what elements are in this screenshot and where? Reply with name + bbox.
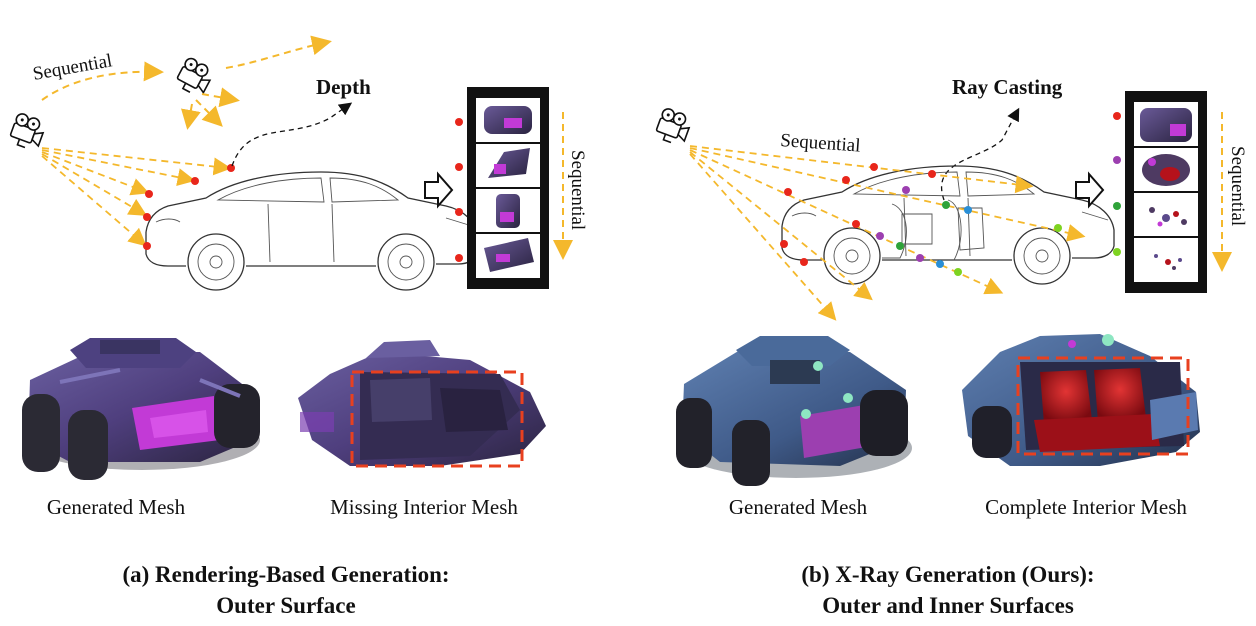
hollow-arrow-icon xyxy=(424,171,454,209)
film-frame-car xyxy=(488,148,530,178)
sequential-label-b: Sequential xyxy=(780,130,861,157)
camera-icon xyxy=(653,106,694,148)
sequential-arrow xyxy=(201,87,240,108)
sequential-label-a: Sequential xyxy=(31,50,114,85)
complete-interior-mesh-render xyxy=(962,334,1200,466)
film-depth-points xyxy=(455,118,463,262)
film-sequential-label-a: Sequential xyxy=(567,150,588,230)
panel-a-title-line2: Outer Surface xyxy=(216,593,355,618)
generated-mesh-caption-a: Generated Mesh xyxy=(47,495,186,519)
generated-mesh-caption-b: Generated Mesh xyxy=(729,495,868,519)
ray-casting-arrow xyxy=(941,107,1020,201)
panel-b-diagram: Sequential Ray Casting xyxy=(653,75,1248,618)
camera-icon xyxy=(173,55,216,99)
complete-interior-mesh-caption: Complete Interior Mesh xyxy=(985,495,1187,519)
depth-hit-points xyxy=(143,164,235,250)
panel-b-title-line2: Outer and Inner Surfaces xyxy=(822,593,1074,618)
ray-casting-label: Ray Casting xyxy=(952,75,1063,99)
film-frame-car xyxy=(496,194,520,228)
missing-interior-mesh-caption: Missing Interior Mesh xyxy=(330,495,518,519)
ray-hit-points xyxy=(780,163,1062,276)
camera-rays-b xyxy=(689,145,1086,321)
depth-label: Depth xyxy=(316,75,371,99)
complete-region-highlight xyxy=(1016,356,1190,456)
filmstrip-b xyxy=(1125,91,1207,293)
sequential-arrow xyxy=(181,103,201,130)
panel-a-diagram: Sequential Depth xyxy=(7,35,588,618)
missing-interior-mesh-render xyxy=(298,340,546,466)
camera-icon xyxy=(7,111,48,153)
film-layer-1 xyxy=(1140,108,1192,142)
film-layer-points xyxy=(1113,112,1121,256)
film-layer-4 xyxy=(1154,254,1182,270)
film-layer-2 xyxy=(1142,154,1190,186)
sequential-arrow xyxy=(195,99,223,127)
generated-mesh-render-b xyxy=(676,336,912,486)
film-sequential-label-b: Sequential xyxy=(1227,146,1248,226)
hollow-arrow-icon xyxy=(1075,171,1105,209)
filmstrip xyxy=(467,87,549,289)
depth-arrow xyxy=(231,102,353,167)
film-layer-3 xyxy=(1149,207,1187,227)
film-frame-car xyxy=(484,238,534,272)
panel-a-title-line1: (a) Rendering-Based Generation: xyxy=(122,562,449,587)
sedan-cutaway-drawing xyxy=(781,165,1115,285)
sequential-arrow xyxy=(225,35,332,69)
missing-region-highlight xyxy=(350,370,524,468)
film-frame-car xyxy=(484,106,532,134)
camera-rays xyxy=(41,147,232,247)
panel-b-title-line1: (b) X-Ray Generation (Ours): xyxy=(801,562,1094,587)
generated-mesh-render xyxy=(22,338,260,480)
